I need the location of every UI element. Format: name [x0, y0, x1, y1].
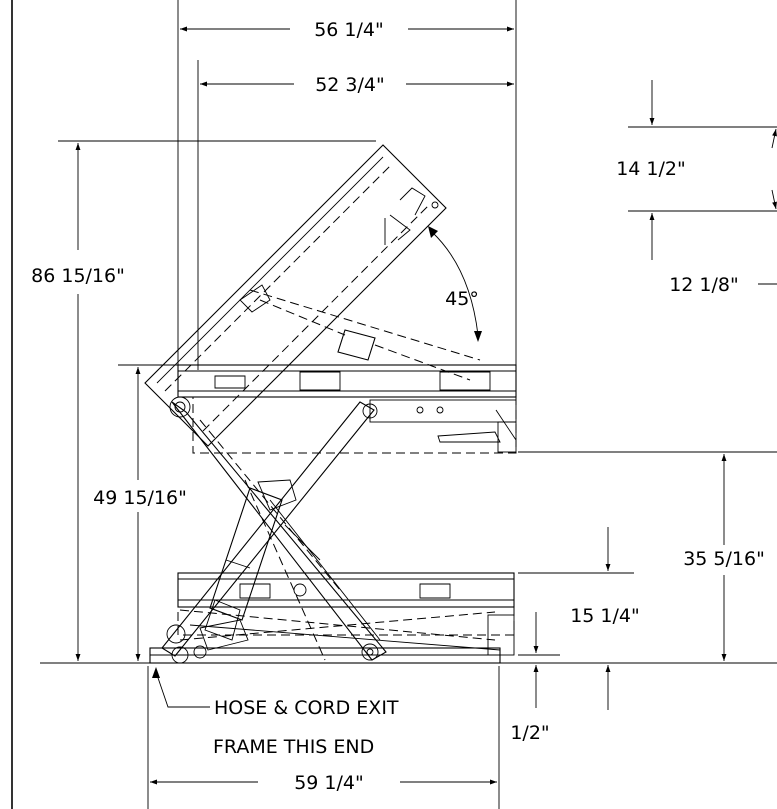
dim-top-gap-label: 14 1/2"	[616, 158, 686, 180]
tilted-platform	[144, 144, 447, 447]
dimension-raised-height: 49 15/16"	[93, 364, 187, 661]
dimension-top-offset: 12 1/8"	[669, 274, 777, 296]
dimension-base-clearance: 1/2"	[510, 612, 560, 744]
dim-top-offset-label: 12 1/8"	[669, 274, 739, 296]
raised-platform	[169, 364, 517, 454]
dimension-platform-width: 52 3/4"	[197, 60, 514, 370]
dim-tilted-height-label: 86 15/16"	[31, 265, 125, 287]
dim-raised-height-label: 49 15/16"	[93, 487, 187, 509]
angle-tilt-label: 45°	[445, 288, 479, 310]
dimension-stroke: 35 5/16"	[518, 451, 777, 661]
dim-base-clearance-label: 1/2"	[510, 722, 549, 744]
note-hose-cord-exit: HOSE & CORD EXIT FRAME THIS END	[152, 667, 399, 758]
dimension-tilted-height: 86 15/16"	[31, 140, 376, 661]
base-frame	[149, 572, 515, 664]
dim-lowered-height-label: 15 1/4"	[570, 605, 640, 627]
dim-platform-width-label: 52 3/4"	[315, 74, 385, 96]
dimension-base-length: 59 1/4"	[147, 666, 500, 809]
angle-tilt: 45°	[428, 226, 482, 342]
lift-cylinder	[204, 479, 321, 641]
note-line-1: HOSE & CORD EXIT	[214, 697, 399, 719]
dim-base-length-label: 59 1/4"	[294, 772, 364, 794]
dimension-lowered-height: 15 1/4"	[518, 527, 640, 710]
dimension-overall-width: 56 1/4"	[177, 0, 517, 370]
dim-overall-width-label: 56 1/4"	[314, 19, 384, 41]
dim-stroke-label: 35 5/16"	[683, 548, 765, 570]
scissor-arms	[161, 401, 387, 661]
dimension-top-gap: 14 1/2"	[616, 80, 777, 260]
tilt-cylinder	[239, 284, 481, 381]
note-line-2: FRAME THIS END	[213, 736, 374, 758]
